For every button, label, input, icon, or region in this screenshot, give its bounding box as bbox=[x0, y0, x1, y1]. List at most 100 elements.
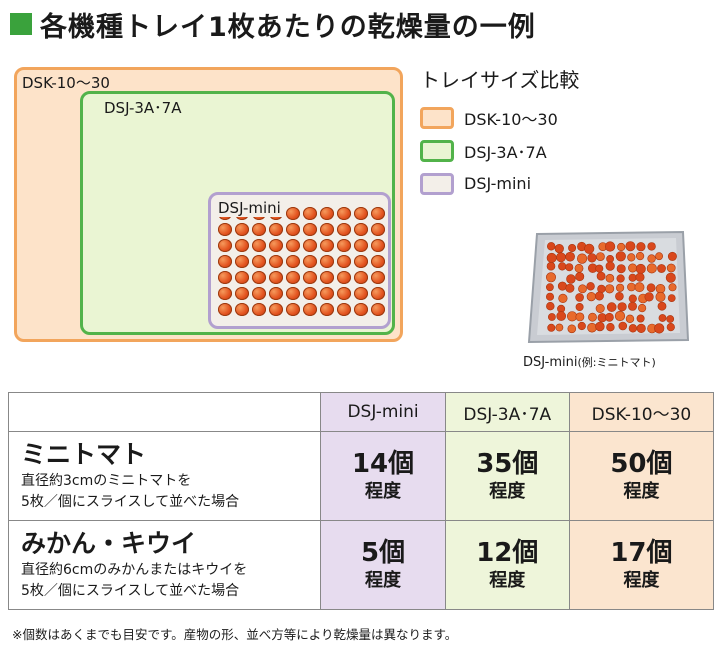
photo-caption-note: (例:ミニトマト) bbox=[577, 356, 656, 369]
tomato-half-icon bbox=[558, 293, 568, 303]
tomato-half-icon bbox=[665, 272, 676, 283]
tomato-half-icon bbox=[628, 301, 638, 311]
tomato-slice-icon bbox=[303, 271, 317, 284]
tomato-half-icon bbox=[625, 314, 635, 324]
legend-label-dsk: DSK-10〜30 bbox=[464, 109, 558, 129]
tomato-half-icon bbox=[628, 263, 638, 273]
tomato-slice-icon bbox=[252, 287, 266, 300]
tomato-half-icon bbox=[578, 284, 587, 294]
tomato-half-icon bbox=[646, 263, 657, 274]
tomato-slice-icon bbox=[337, 207, 351, 220]
cell-mikan-dsj: 12個 程度 bbox=[444, 520, 570, 610]
tomato-half-icon bbox=[586, 291, 596, 302]
tomato-slice-icon bbox=[235, 255, 249, 268]
tomato-slice-icon bbox=[303, 303, 317, 316]
tomato-half-icon bbox=[556, 252, 566, 263]
row-desc-line1: 直径約6cmのみかんまたはキウイを bbox=[21, 562, 248, 578]
tomato-half-icon bbox=[636, 323, 646, 333]
tomato-half-icon bbox=[628, 273, 637, 282]
legend-swatch-dsk bbox=[420, 106, 454, 129]
tomato-slice-icon bbox=[269, 271, 283, 284]
tomato-slice-icon bbox=[218, 287, 232, 300]
table-header-blank bbox=[7, 392, 322, 432]
tomato-half-icon bbox=[606, 254, 614, 263]
tomato-half-icon bbox=[596, 271, 606, 281]
tomato-half-icon bbox=[604, 241, 616, 252]
tomato-half-icon bbox=[605, 273, 615, 283]
tomato-half-icon bbox=[575, 303, 584, 312]
tomato-slice-icon bbox=[371, 223, 385, 236]
tomato-slice-icon bbox=[320, 207, 334, 220]
tomato-slice-icon bbox=[286, 303, 300, 316]
table-header-dsk: DSK-10〜30 bbox=[568, 392, 715, 432]
cell-unit: 程度 bbox=[489, 481, 526, 502]
tomato-half-icon bbox=[625, 241, 636, 252]
tomato-slice-icon bbox=[286, 239, 300, 252]
legend-swatch-mini bbox=[420, 172, 454, 195]
tomato-half-icon bbox=[567, 324, 577, 334]
tomato-half-icon bbox=[618, 321, 628, 331]
tomato-half-icon bbox=[615, 283, 625, 292]
tomato-half-icon bbox=[617, 302, 627, 312]
tomato-slice-icon bbox=[218, 255, 232, 268]
tomato-half-icon bbox=[614, 310, 626, 322]
cell-value: 5個 bbox=[361, 538, 406, 568]
cell-minitomato-dsk: 50個 程度 bbox=[568, 431, 715, 521]
tomato-slice-icon bbox=[269, 287, 283, 300]
tomato-half-icon bbox=[666, 263, 676, 273]
tomato-slice-icon bbox=[303, 255, 317, 268]
cell-unit: 程度 bbox=[623, 570, 660, 591]
table-row: みかん・キウイ 直径約6cmのみかんまたはキウイを 5枚／個にスライスして並べた… bbox=[7, 520, 715, 610]
tomato-slice-icon bbox=[303, 223, 317, 236]
tomato-slice-icon bbox=[354, 239, 368, 252]
tomato-slice-icon bbox=[235, 287, 249, 300]
tomato-half-icon bbox=[556, 311, 567, 321]
tomato-half-icon bbox=[557, 281, 567, 291]
tomato-slice-icon bbox=[320, 287, 334, 300]
tomato-slice-icon bbox=[354, 223, 368, 236]
tomato-half-icon bbox=[667, 251, 677, 261]
tomato-half-icon bbox=[565, 251, 575, 262]
tomato-slice-icon bbox=[354, 271, 368, 284]
cell-value: 50個 bbox=[610, 449, 673, 479]
tray-dsk-label: DSK-10〜30 bbox=[22, 74, 110, 92]
tomato-slice-icon bbox=[218, 271, 232, 284]
tomato-slice-icon bbox=[252, 271, 266, 284]
cell-unit: 程度 bbox=[489, 570, 526, 591]
tomato-half-icon bbox=[568, 243, 577, 252]
tomato-slice-icon bbox=[218, 223, 232, 236]
tomato-half-icon bbox=[635, 272, 645, 282]
photo-caption: DSJ-mini(例:ミニトマト) bbox=[523, 354, 656, 370]
tomato-slice-icon bbox=[218, 239, 232, 252]
tomato-half-icon bbox=[646, 283, 656, 293]
tomato-slice-icon bbox=[269, 255, 283, 268]
legend-item-mini: DSJ-mini bbox=[420, 167, 579, 200]
tomato-half-icon bbox=[584, 243, 595, 254]
cell-minitomato-dsj: 35個 程度 bbox=[444, 431, 570, 521]
tomato-half-icon bbox=[628, 324, 638, 333]
tomato-slice-icon bbox=[269, 239, 283, 252]
tomato-half-icon bbox=[554, 243, 564, 254]
tomato-half-icon bbox=[644, 292, 654, 302]
row-desc-line2: 5枚／個にスライスして並べた場合 bbox=[21, 583, 240, 599]
tomato-half-icon bbox=[628, 294, 637, 303]
tomato-half-icon bbox=[594, 291, 604, 301]
title-row: 各機種トレイ1枚あたりの乾燥量の一例 bbox=[10, 4, 536, 44]
tomato-half-icon bbox=[575, 293, 584, 302]
photo-caption-main: DSJ-mini bbox=[523, 355, 578, 370]
legend-item-dsj: DSJ-3A･7A bbox=[420, 134, 579, 167]
tomato-half-icon bbox=[595, 304, 605, 314]
row-desc-line1: 直径約3cmのミニトマトを bbox=[21, 473, 192, 489]
tomato-half-icon bbox=[546, 261, 556, 271]
tomato-half-icon bbox=[575, 312, 585, 322]
tomato-half-icon bbox=[547, 242, 556, 251]
tomato-slice-icon bbox=[269, 223, 283, 236]
tomato-half-icon bbox=[545, 272, 556, 283]
tomato-slice-icon bbox=[371, 271, 385, 284]
legend-item-dsk: DSK-10〜30 bbox=[420, 101, 579, 134]
tomato-half-icon bbox=[616, 274, 625, 283]
tomato-slice-icon bbox=[354, 303, 368, 316]
page-title: 各機種トレイ1枚あたりの乾燥量の一例 bbox=[40, 11, 536, 43]
row-name: ミニトマト bbox=[21, 440, 147, 469]
tomato-slice-icon bbox=[303, 287, 317, 300]
